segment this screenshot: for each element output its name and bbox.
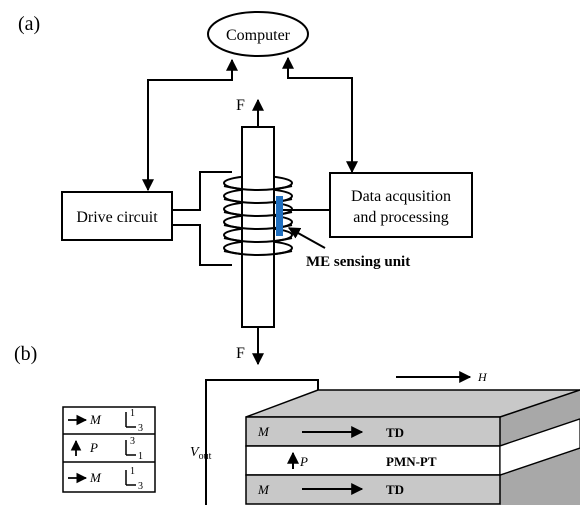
drive-circuit-label: Drive circuit [76, 209, 158, 226]
me-sensing-unit [276, 196, 283, 236]
legend-axis-top-3: 1 [130, 466, 135, 477]
vout-label: Vout [190, 445, 212, 462]
computer-node: Computer [207, 11, 309, 57]
force-top-label: F [236, 97, 245, 114]
layer-3-symbol: M [257, 482, 270, 497]
legend-symbol-1: M [89, 412, 102, 427]
legend-axis-side-3: 3 [138, 481, 143, 492]
layer-2-name: PMN-PT [386, 454, 437, 469]
legend-symbol-2: P [89, 440, 98, 455]
legend-axes-2 [125, 440, 136, 456]
drive-circuit-node: Drive circuit [61, 191, 173, 241]
layer-pmn-pt [245, 445, 501, 476]
panel-a-label: (a) [18, 13, 40, 35]
sensing-unit-label: ME sensing unit [306, 254, 410, 270]
layer-2-symbol: P [299, 454, 308, 469]
rod-front [243, 172, 273, 256]
field-label: H [477, 370, 488, 384]
legend-axis-top-2: 3 [130, 436, 135, 447]
drive-lead-bottom [172, 224, 232, 266]
daq-node: Data acqusition and processing [329, 172, 473, 238]
legend-axis-top-1: 1 [130, 408, 135, 419]
layer-1-symbol: M [257, 424, 270, 439]
layer-td-top [245, 416, 501, 447]
coil-front-turns [223, 185, 293, 256]
force-bottom-label: F [236, 345, 245, 362]
legend-axes-1 [125, 412, 136, 428]
daq-label-line1: Data acqusition [351, 188, 451, 205]
legend-axes-3 [125, 470, 136, 486]
laminate-stack [245, 389, 580, 505]
layer-1-name: TD [386, 425, 404, 440]
sensing-unit-pointer [287, 227, 326, 249]
legend-axis-side-1: 3 [138, 423, 143, 434]
legend-symbol-3: M [89, 470, 102, 485]
legend-axis-side-2: 1 [138, 451, 143, 462]
computer-drive-link [142, 58, 238, 192]
layer-td-bottom [245, 474, 501, 505]
daq-label-line2: and processing [353, 209, 449, 226]
panel-b-label: (b) [14, 343, 37, 365]
computer-label: Computer [226, 27, 291, 44]
computer-daq-link [282, 56, 358, 174]
drive-lead-top [172, 171, 232, 211]
layer-3-name: TD [386, 482, 404, 497]
orientation-legend: M 1 3 P 3 1 M 1 3 [62, 406, 156, 493]
